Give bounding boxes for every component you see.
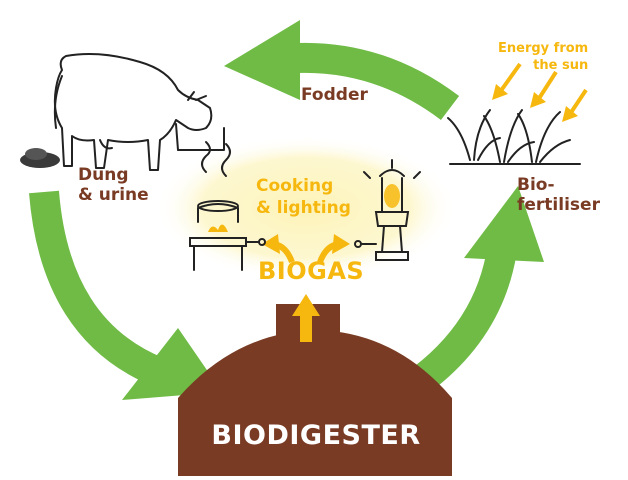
cow-illustration xyxy=(53,53,225,171)
lamp-light xyxy=(384,184,400,208)
flame-icon xyxy=(208,224,228,232)
energy-from-sun-label: Energy from the sun xyxy=(498,41,588,75)
energy-label-line2: the sun xyxy=(533,57,589,73)
arrow-head-left xyxy=(262,234,280,254)
dung-label-line2: & urine xyxy=(78,184,149,205)
biofertiliser-label-line1: Bio- xyxy=(517,175,555,195)
dung-pile xyxy=(20,148,60,168)
fodder-text: Fodder xyxy=(301,85,368,105)
lamp-illustration xyxy=(354,159,421,261)
biogas-up-arrow xyxy=(292,294,320,342)
dung-label-line1: Dung xyxy=(78,165,129,185)
fodder-arrow xyxy=(224,20,460,121)
biofertiliser-label-line2: fertiliser xyxy=(517,194,600,215)
fodder-label: Fodder xyxy=(301,85,368,106)
sun-rays xyxy=(498,62,588,116)
cooking-lighting-label: Cooking & lighting xyxy=(256,175,351,219)
sun-ray-head xyxy=(492,84,508,100)
biodigester-label: BIODIGESTER xyxy=(211,420,421,451)
sun-ray-head xyxy=(530,92,546,108)
plants-illustration xyxy=(447,109,581,165)
arrow-head-right xyxy=(332,234,350,254)
cooking-label-line1: Cooking xyxy=(256,176,334,196)
cooking-lighting-glow xyxy=(156,136,456,280)
biofertiliser-label: Bio- fertiliser xyxy=(517,175,600,215)
sun-ray-head xyxy=(562,106,578,122)
biogas-label: BIOGAS xyxy=(258,257,365,285)
stove-illustration xyxy=(189,141,266,271)
cooking-label-line2: & lighting xyxy=(256,198,351,219)
energy-label-line1: Energy from xyxy=(498,41,589,56)
dung-urine-label: Dung & urine xyxy=(78,165,149,205)
